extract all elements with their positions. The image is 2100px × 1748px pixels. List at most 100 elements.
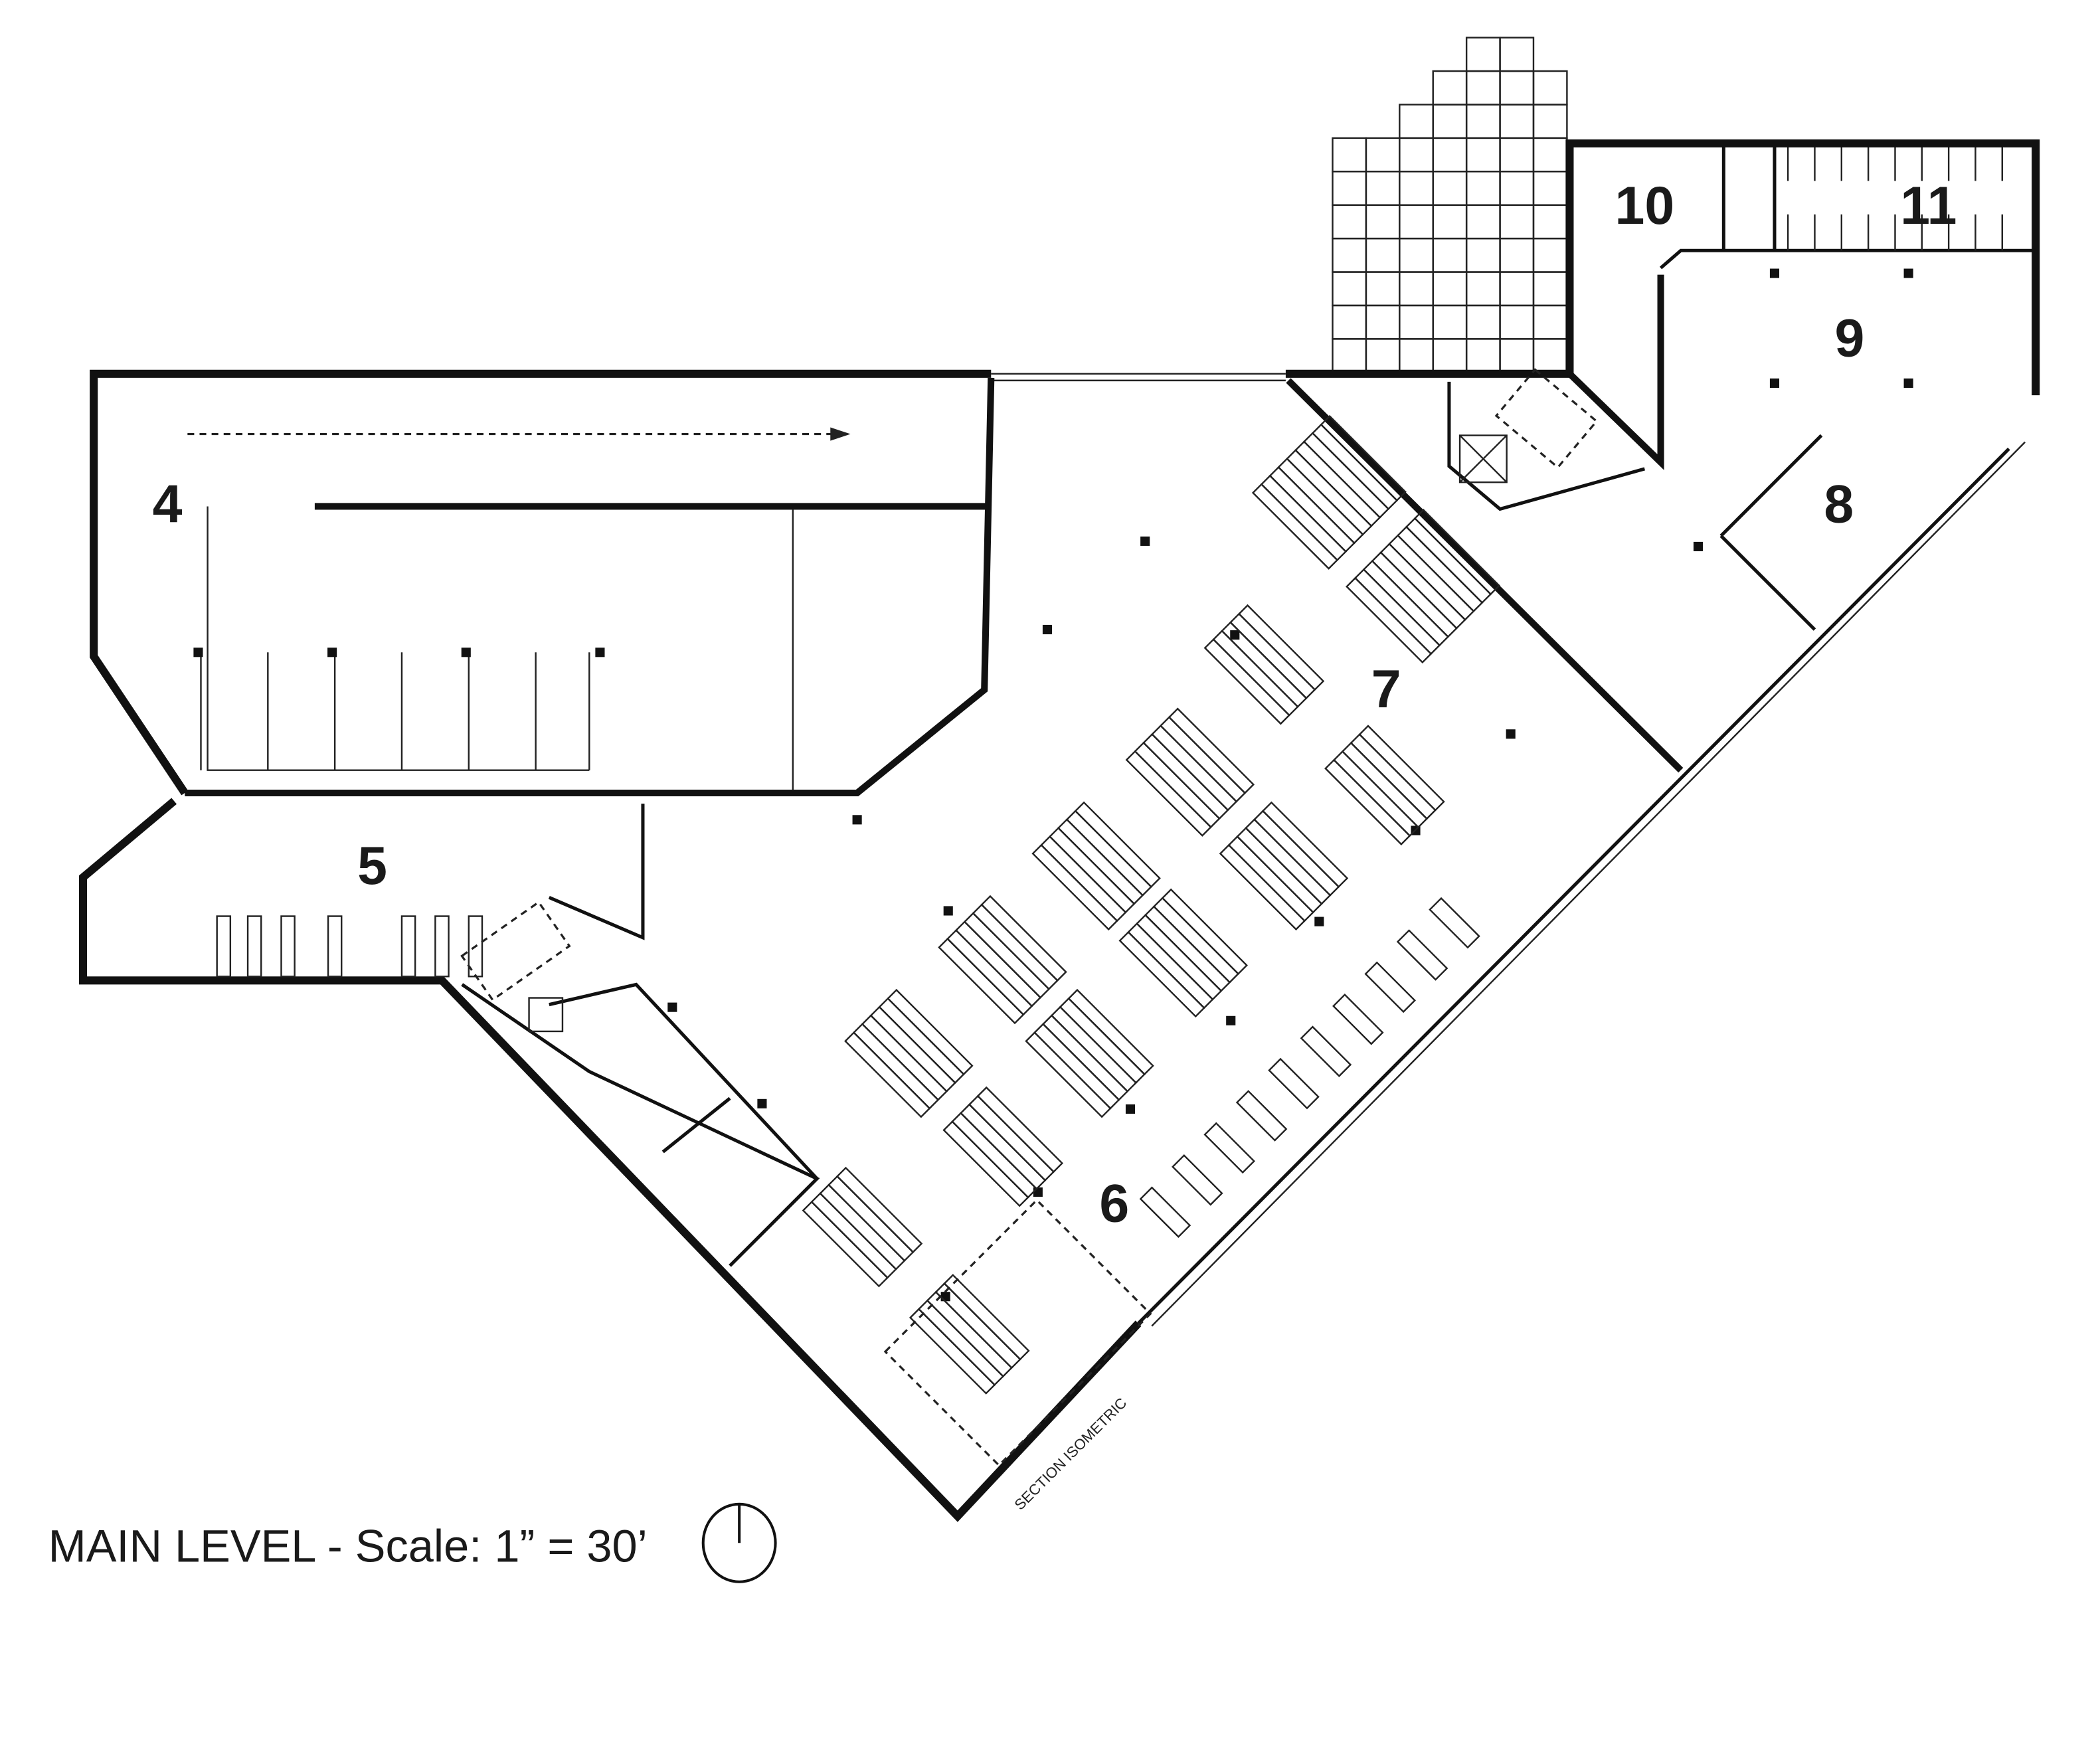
room-4-label: 4 [153, 475, 183, 535]
paving-tile [1465, 271, 1501, 307]
paving-tile [1432, 271, 1468, 307]
paving-tile [1365, 171, 1401, 206]
column [461, 648, 471, 657]
paving-tile [1365, 271, 1401, 307]
bookshelf [960, 1103, 1047, 1190]
bookshelf [844, 1031, 931, 1118]
paving-tile [1432, 204, 1468, 240]
structural-columns [193, 268, 1913, 1302]
exterior-walls [78, 139, 2040, 1522]
paving-tile [1332, 271, 1367, 307]
paving-tile [1465, 171, 1501, 206]
paving-tile [1399, 237, 1434, 273]
paving-tile [1332, 304, 1367, 340]
paving-tile [1332, 237, 1367, 273]
stall [280, 915, 296, 978]
column [1903, 268, 1913, 278]
column [1033, 1187, 1043, 1197]
column [1140, 536, 1150, 546]
bookshelf [1251, 483, 1339, 570]
column [1230, 630, 1240, 640]
paving-tile [1465, 37, 1501, 72]
section-label: SECTION ISOMETRIC [1011, 1395, 1130, 1514]
column [1042, 624, 1053, 635]
bookshelf [802, 1201, 889, 1288]
column [1769, 268, 1780, 278]
paving-tile [1499, 304, 1535, 340]
interior-walls [185, 147, 2036, 1267]
bookshelf [1125, 750, 1212, 837]
paving-tile [1499, 137, 1535, 173]
perimeter-carrel [1429, 897, 1480, 949]
paving-tile [1499, 171, 1535, 206]
paving-tile [1465, 304, 1501, 340]
paving-tile [1465, 70, 1501, 106]
perimeter-carrel [1139, 1186, 1191, 1238]
bookshelf [909, 1308, 996, 1395]
paving-tile [1532, 171, 1568, 206]
column [1506, 729, 1516, 739]
room-5-label: 5 [357, 836, 387, 896]
stall [246, 915, 262, 978]
paving-tile [1432, 70, 1468, 106]
column [595, 648, 605, 657]
paving-tile [1432, 237, 1468, 273]
room-8-label: 8 [1824, 475, 1854, 535]
paving-tile [1532, 338, 1568, 374]
perimeter-carrel [1396, 929, 1448, 981]
paving-tile [1499, 204, 1535, 240]
stair-core [460, 368, 1599, 1033]
bookshelf [1031, 843, 1118, 931]
paving-tile [1399, 304, 1434, 340]
bookshelf [1324, 758, 1411, 845]
room-10-label: 10 [1615, 176, 1675, 236]
bookshelf [1346, 576, 1433, 663]
bookshelf [926, 1290, 1013, 1378]
paving-tile [1532, 304, 1568, 340]
paving-tile [1532, 70, 1568, 106]
paving-tile [1465, 237, 1501, 273]
perimeter-carrel [1300, 1025, 1352, 1077]
paving-tile [1332, 137, 1367, 173]
paving-tile [1432, 137, 1468, 173]
room-7-label: 7 [1371, 659, 1401, 719]
perimeter-carrel [1364, 961, 1416, 1013]
bookshelf [1025, 1031, 1112, 1118]
perimeter-carrel [1268, 1057, 1320, 1110]
bookshelf [1219, 843, 1306, 931]
bookshelf [1341, 741, 1429, 829]
paving-tile [1465, 137, 1501, 173]
paving-tile [1499, 104, 1535, 139]
bookshelf [942, 1120, 1029, 1207]
column [943, 906, 953, 916]
paving-grid [1332, 37, 1568, 374]
perimeter-carrel [1172, 1154, 1223, 1206]
paving-tile [1532, 137, 1568, 173]
paving-tile [1399, 104, 1434, 139]
paving-tile [1365, 137, 1401, 173]
paving-tile [1399, 204, 1434, 240]
column [1314, 917, 1324, 926]
column [667, 1002, 677, 1012]
stall [216, 915, 232, 978]
perimeter-carrel [1235, 1090, 1288, 1142]
room-labels: 4 5 6 7 8 9 10 11 [153, 176, 1957, 1233]
fixtures [200, 147, 2003, 978]
perimeter-carrel [1332, 994, 1384, 1045]
paving-tile [1399, 171, 1434, 206]
perimeter-carrel [1203, 1122, 1256, 1174]
stall [400, 915, 416, 978]
bookshelf [938, 937, 1025, 1025]
bookshelf [819, 1183, 906, 1270]
column [1226, 1015, 1236, 1025]
paving-tile [1432, 304, 1468, 340]
column [1903, 378, 1913, 388]
paving-tile [1465, 104, 1501, 139]
room-11-label: 11 [1900, 176, 1957, 236]
paving-tile [1332, 338, 1367, 374]
paving-tile [1499, 338, 1535, 374]
stall [327, 915, 343, 978]
paving-tile [1365, 338, 1401, 374]
paving-tile [1532, 204, 1568, 240]
